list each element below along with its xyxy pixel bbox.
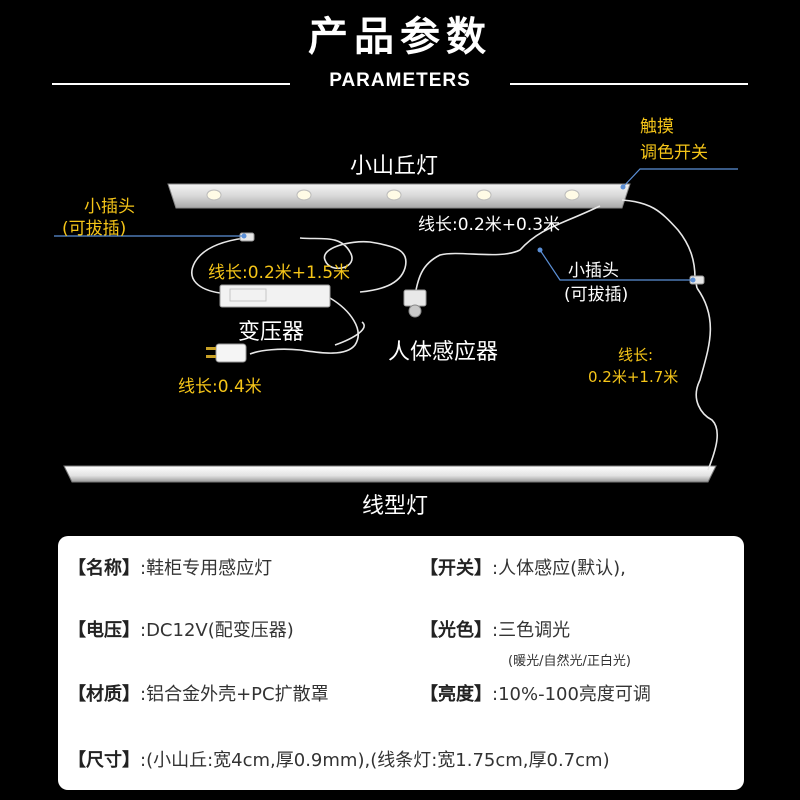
- plug-right-label-1: 小插头: [568, 261, 619, 281]
- touch-switch-label-1: 触摸: [640, 117, 674, 137]
- plug-left-label-2: (可拔插): [62, 219, 127, 239]
- spec-voltage-value: :DC12V(配变压器): [140, 620, 294, 641]
- cables: [191, 199, 719, 471]
- hill-light-bar: [167, 183, 631, 209]
- wire-length-hill-label: 线长:0.2米+0.3米: [418, 215, 561, 235]
- subtitle-divider-right: [510, 83, 748, 85]
- product-diagram: 触摸 调色开关 小山丘灯 小插头 (可拔插) 线长:0.2米+0.3米 线长:0…: [0, 100, 800, 520]
- spec-switch-value: :人体感应(默认),: [492, 558, 626, 579]
- pointer-dots: [241, 184, 696, 283]
- diagram-drawing: [54, 168, 738, 483]
- subtitle: PARAMETERS: [329, 70, 471, 91]
- spec-brightness: 【亮度】:10%-100亮度可调: [420, 680, 651, 706]
- spec-brightness-key: 【亮度】: [420, 684, 492, 705]
- hill-light-label: 小山丘灯: [350, 154, 439, 179]
- plug-left-label-1: 小插头: [84, 197, 135, 217]
- spec-row-1: 【名称】:鞋柜专用感应灯 【开关】:人体感应(默认),: [58, 554, 744, 584]
- transformer-device: [219, 284, 331, 308]
- spec-material-value: :铝合金外壳+PC扩散罩: [140, 684, 329, 705]
- spec-name: 【名称】:鞋柜专用感应灯: [68, 554, 272, 580]
- pointer-lines: [54, 168, 738, 281]
- page-title: 产品参数: [308, 14, 492, 60]
- plug-right-label-2: (可拔插): [564, 285, 629, 305]
- body-sensor-device: [403, 289, 427, 318]
- spec-voltage: 【电压】:DC12V(配变压器): [68, 616, 294, 642]
- body-sensor-label: 人体感应器: [388, 340, 499, 365]
- wire-length-transformer-label: 线长:0.2米+1.5米: [208, 263, 351, 283]
- spec-size-key: 【尺寸】: [68, 750, 140, 771]
- linear-light-label: 线型灯: [362, 494, 429, 519]
- subtitle-bar: PARAMETERS: [52, 68, 748, 98]
- spec-switch: 【开关】:人体感应(默认),: [420, 554, 626, 580]
- spec-voltage-key: 【电压】: [68, 620, 140, 641]
- spec-row-2: 【电压】:DC12V(配变压器) 【光色】:三色调光: [58, 616, 744, 646]
- transformer-label: 变压器: [238, 320, 305, 345]
- spec-panel: 【名称】:鞋柜专用感应灯 【开关】:人体感应(默认), 【电压】:DC12V(配…: [58, 536, 744, 790]
- wire-length-right-label-1: 线长:: [618, 346, 654, 364]
- spec-brightness-value: :10%-100亮度可调: [492, 684, 651, 705]
- spec-size-value: :(小山丘:宽4cm,厚0.9mm),(线条灯:宽1.75cm,厚0.7cm): [140, 750, 610, 771]
- spec-name-key: 【名称】: [68, 558, 140, 579]
- touch-switch-label-2: 调色开关: [640, 143, 708, 163]
- spec-light-color-note: (暖光/自然光/正白光): [508, 654, 631, 669]
- wire-length-right-label-2: 0.2米+1.7米: [588, 368, 679, 386]
- spec-row-3: 【材质】:铝合金外壳+PC扩散罩 【亮度】:10%-100亮度可调: [58, 680, 744, 710]
- spec-material-key: 【材质】: [68, 684, 140, 705]
- spec-light-color-key: 【光色】: [420, 620, 492, 641]
- spec-material: 【材质】:铝合金外壳+PC扩散罩: [68, 680, 329, 706]
- subtitle-divider-left: [52, 83, 290, 85]
- spec-row-4: 【尺寸】:(小山丘:宽4cm,厚0.9mm),(线条灯:宽1.75cm,厚0.7…: [58, 746, 744, 776]
- spec-switch-key: 【开关】: [420, 558, 492, 579]
- spec-light-color: 【光色】:三色调光: [420, 616, 570, 642]
- spec-light-color-value: :三色调光: [492, 620, 571, 641]
- spec-name-value: :鞋柜专用感应灯: [140, 558, 273, 579]
- linear-light-bar: [63, 465, 717, 483]
- wire-length-plug-label: 线长:0.4米: [178, 377, 262, 397]
- hill-light-leds: [206, 189, 580, 201]
- power-plug: [206, 343, 247, 363]
- spec-size: 【尺寸】:(小山丘:宽4cm,厚0.9mm),(线条灯:宽1.75cm,厚0.7…: [68, 746, 610, 772]
